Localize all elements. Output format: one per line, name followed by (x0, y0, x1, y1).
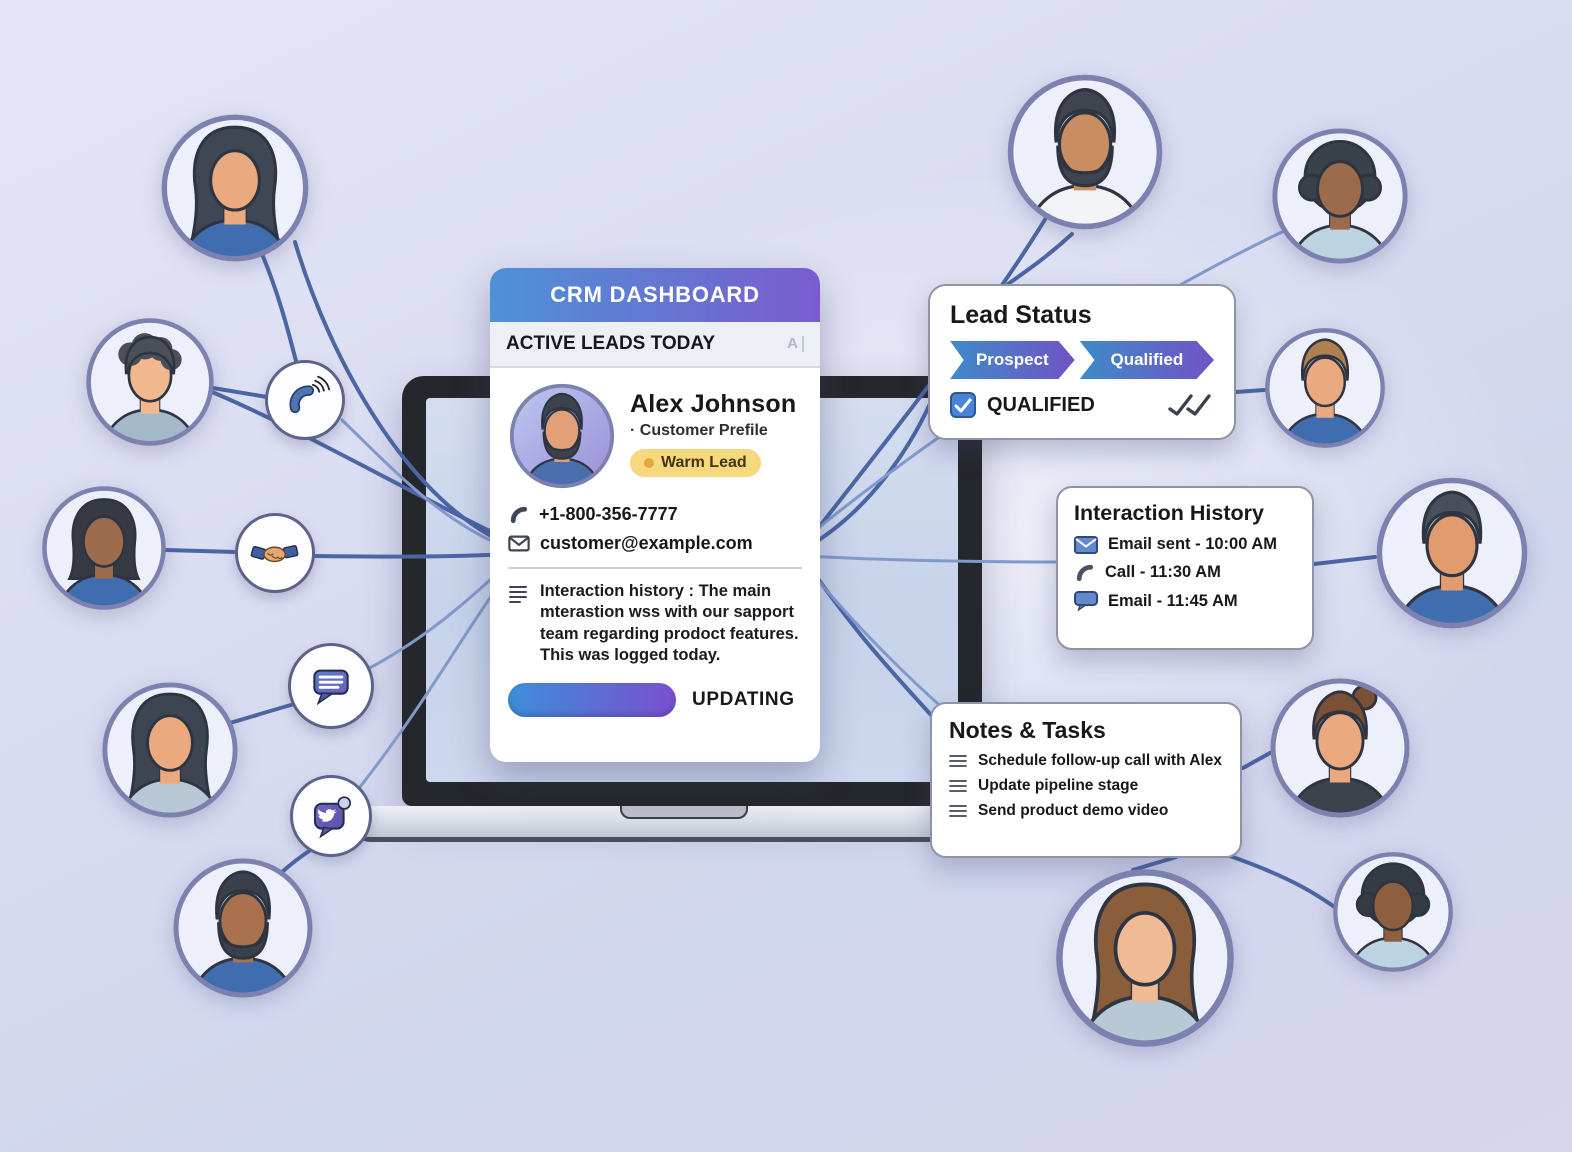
avatar-man-beard-dark-skin[interactable] (171, 856, 315, 1000)
lead-phone: +1-800-356-7777 (539, 504, 678, 524)
task-label: Update pipeline stage (978, 777, 1139, 794)
interaction-note: Interaction history : The main mterastio… (508, 581, 802, 667)
qualified-label: QUALIFIED (987, 393, 1095, 416)
avatar-man-curly-dark-hair[interactable] (84, 316, 216, 448)
list-icon (509, 586, 527, 603)
task-label: Schedule follow-up call with Alex (978, 752, 1223, 769)
warm-lead-label: Warm Lead (661, 454, 747, 471)
warm-lead-dot-icon (644, 458, 654, 468)
pipeline-stages: Prospect Qualified (950, 341, 1214, 379)
stage-qualified[interactable]: Qualified (1079, 341, 1214, 379)
warm-lead-badge: Warm Lead (630, 449, 761, 477)
lead-profile: Alex Johnson · Customer Prefile Warm Lea… (508, 382, 802, 490)
crm-header: CRM DASHBOARD (490, 268, 820, 322)
avatar-woman-brown-bun[interactable] (1268, 676, 1412, 820)
history-label: Email - 11:45 AM (1108, 591, 1238, 610)
history-row-email-chat: Email - 11:45 AM (1074, 591, 1296, 611)
avatar-woman-wavy-dark-hair[interactable] (100, 680, 240, 820)
avatar-woman-long-dark-hair[interactable] (159, 112, 311, 264)
qualified-checkbox[interactable] (950, 392, 976, 418)
avatar-woman-long-brown-hair[interactable] (1053, 866, 1237, 1050)
history-label: Email sent - 10:00 AM (1108, 535, 1278, 553)
history-label: Call - 11:30 AM (1105, 563, 1221, 581)
updating-progress-bar (508, 682, 676, 717)
text-cursor-hint: A (787, 336, 804, 352)
task-row: Schedule follow-up call with Alex (949, 752, 1223, 770)
double-check-icon (1168, 394, 1211, 416)
list-icon (949, 754, 967, 767)
lead-avatar (508, 382, 616, 490)
task-row: Update pipeline stage (949, 777, 1223, 795)
list-icon (949, 804, 967, 817)
chat-icon (1074, 591, 1098, 611)
handshake-icon[interactable] (235, 513, 315, 593)
laptop-base (352, 806, 1016, 842)
avatar-person-afro-dark-skin[interactable] (1331, 850, 1455, 974)
divider (508, 567, 802, 569)
phone-row: +1-800-356-7777 (508, 504, 802, 525)
avatar-man-light-brown-hair[interactable] (1263, 326, 1387, 450)
social-bird-icon[interactable] (290, 775, 372, 857)
email-icon (1074, 535, 1098, 554)
phone-icon (510, 506, 528, 524)
active-leads-bar: ACTIVE LEADS TODAY A (490, 322, 820, 368)
crm-dashboard-card: CRM DASHBOARD ACTIVE LEADS TODAY A Alex … (490, 268, 820, 762)
email-row: customer@example.com (508, 533, 802, 554)
task-row: Send product demo video (949, 802, 1223, 820)
history-row-email-sent: Email sent - 10:00 AM (1074, 535, 1296, 554)
phone-icon (1076, 564, 1094, 582)
stage-prospect[interactable]: Prospect (950, 341, 1075, 379)
notes-tasks-title: Notes & Tasks (949, 717, 1106, 743)
interaction-note-text: Interaction history : The main mterastio… (540, 582, 799, 665)
qualified-row: QUALIFIED (950, 392, 1214, 418)
laptop-notch (620, 806, 748, 819)
history-row-call: Call - 11:30 AM (1074, 562, 1296, 583)
avatar-man-dark-gray-hair[interactable] (1374, 475, 1530, 631)
lead-status-title: Lead Status (950, 301, 1092, 329)
task-label: Send product demo video (978, 802, 1169, 819)
active-leads-label: ACTIVE LEADS TODAY (506, 333, 716, 354)
avatar-woman-dark-skin-bob[interactable] (40, 484, 168, 612)
crm-title: CRM DASHBOARD (550, 282, 760, 307)
avatar-man-beard-white-shirt[interactable] (1005, 72, 1165, 232)
avatar-woman-curly-dark-skin[interactable] (1270, 126, 1410, 266)
lead-name: Alex Johnson (630, 390, 797, 418)
lead-status-card: Lead Status Prospect Qualified QUALIFIED (928, 284, 1236, 440)
mail-icon (508, 535, 530, 552)
interaction-history-card: Interaction History Email sent - 10:00 A… (1056, 486, 1314, 650)
phone-icon[interactable] (265, 360, 345, 440)
lead-role: · Customer Prefile (630, 422, 768, 439)
check-icon (954, 398, 972, 412)
notes-tasks-card: Notes & Tasks Schedule follow-up call wi… (930, 702, 1242, 858)
chat-bubble-icon[interactable] (288, 643, 374, 729)
updating-label: UPDATING (692, 688, 795, 710)
interaction-history-title: Interaction History (1074, 501, 1264, 525)
list-icon (949, 779, 967, 792)
lead-email: customer@example.com (540, 533, 753, 553)
